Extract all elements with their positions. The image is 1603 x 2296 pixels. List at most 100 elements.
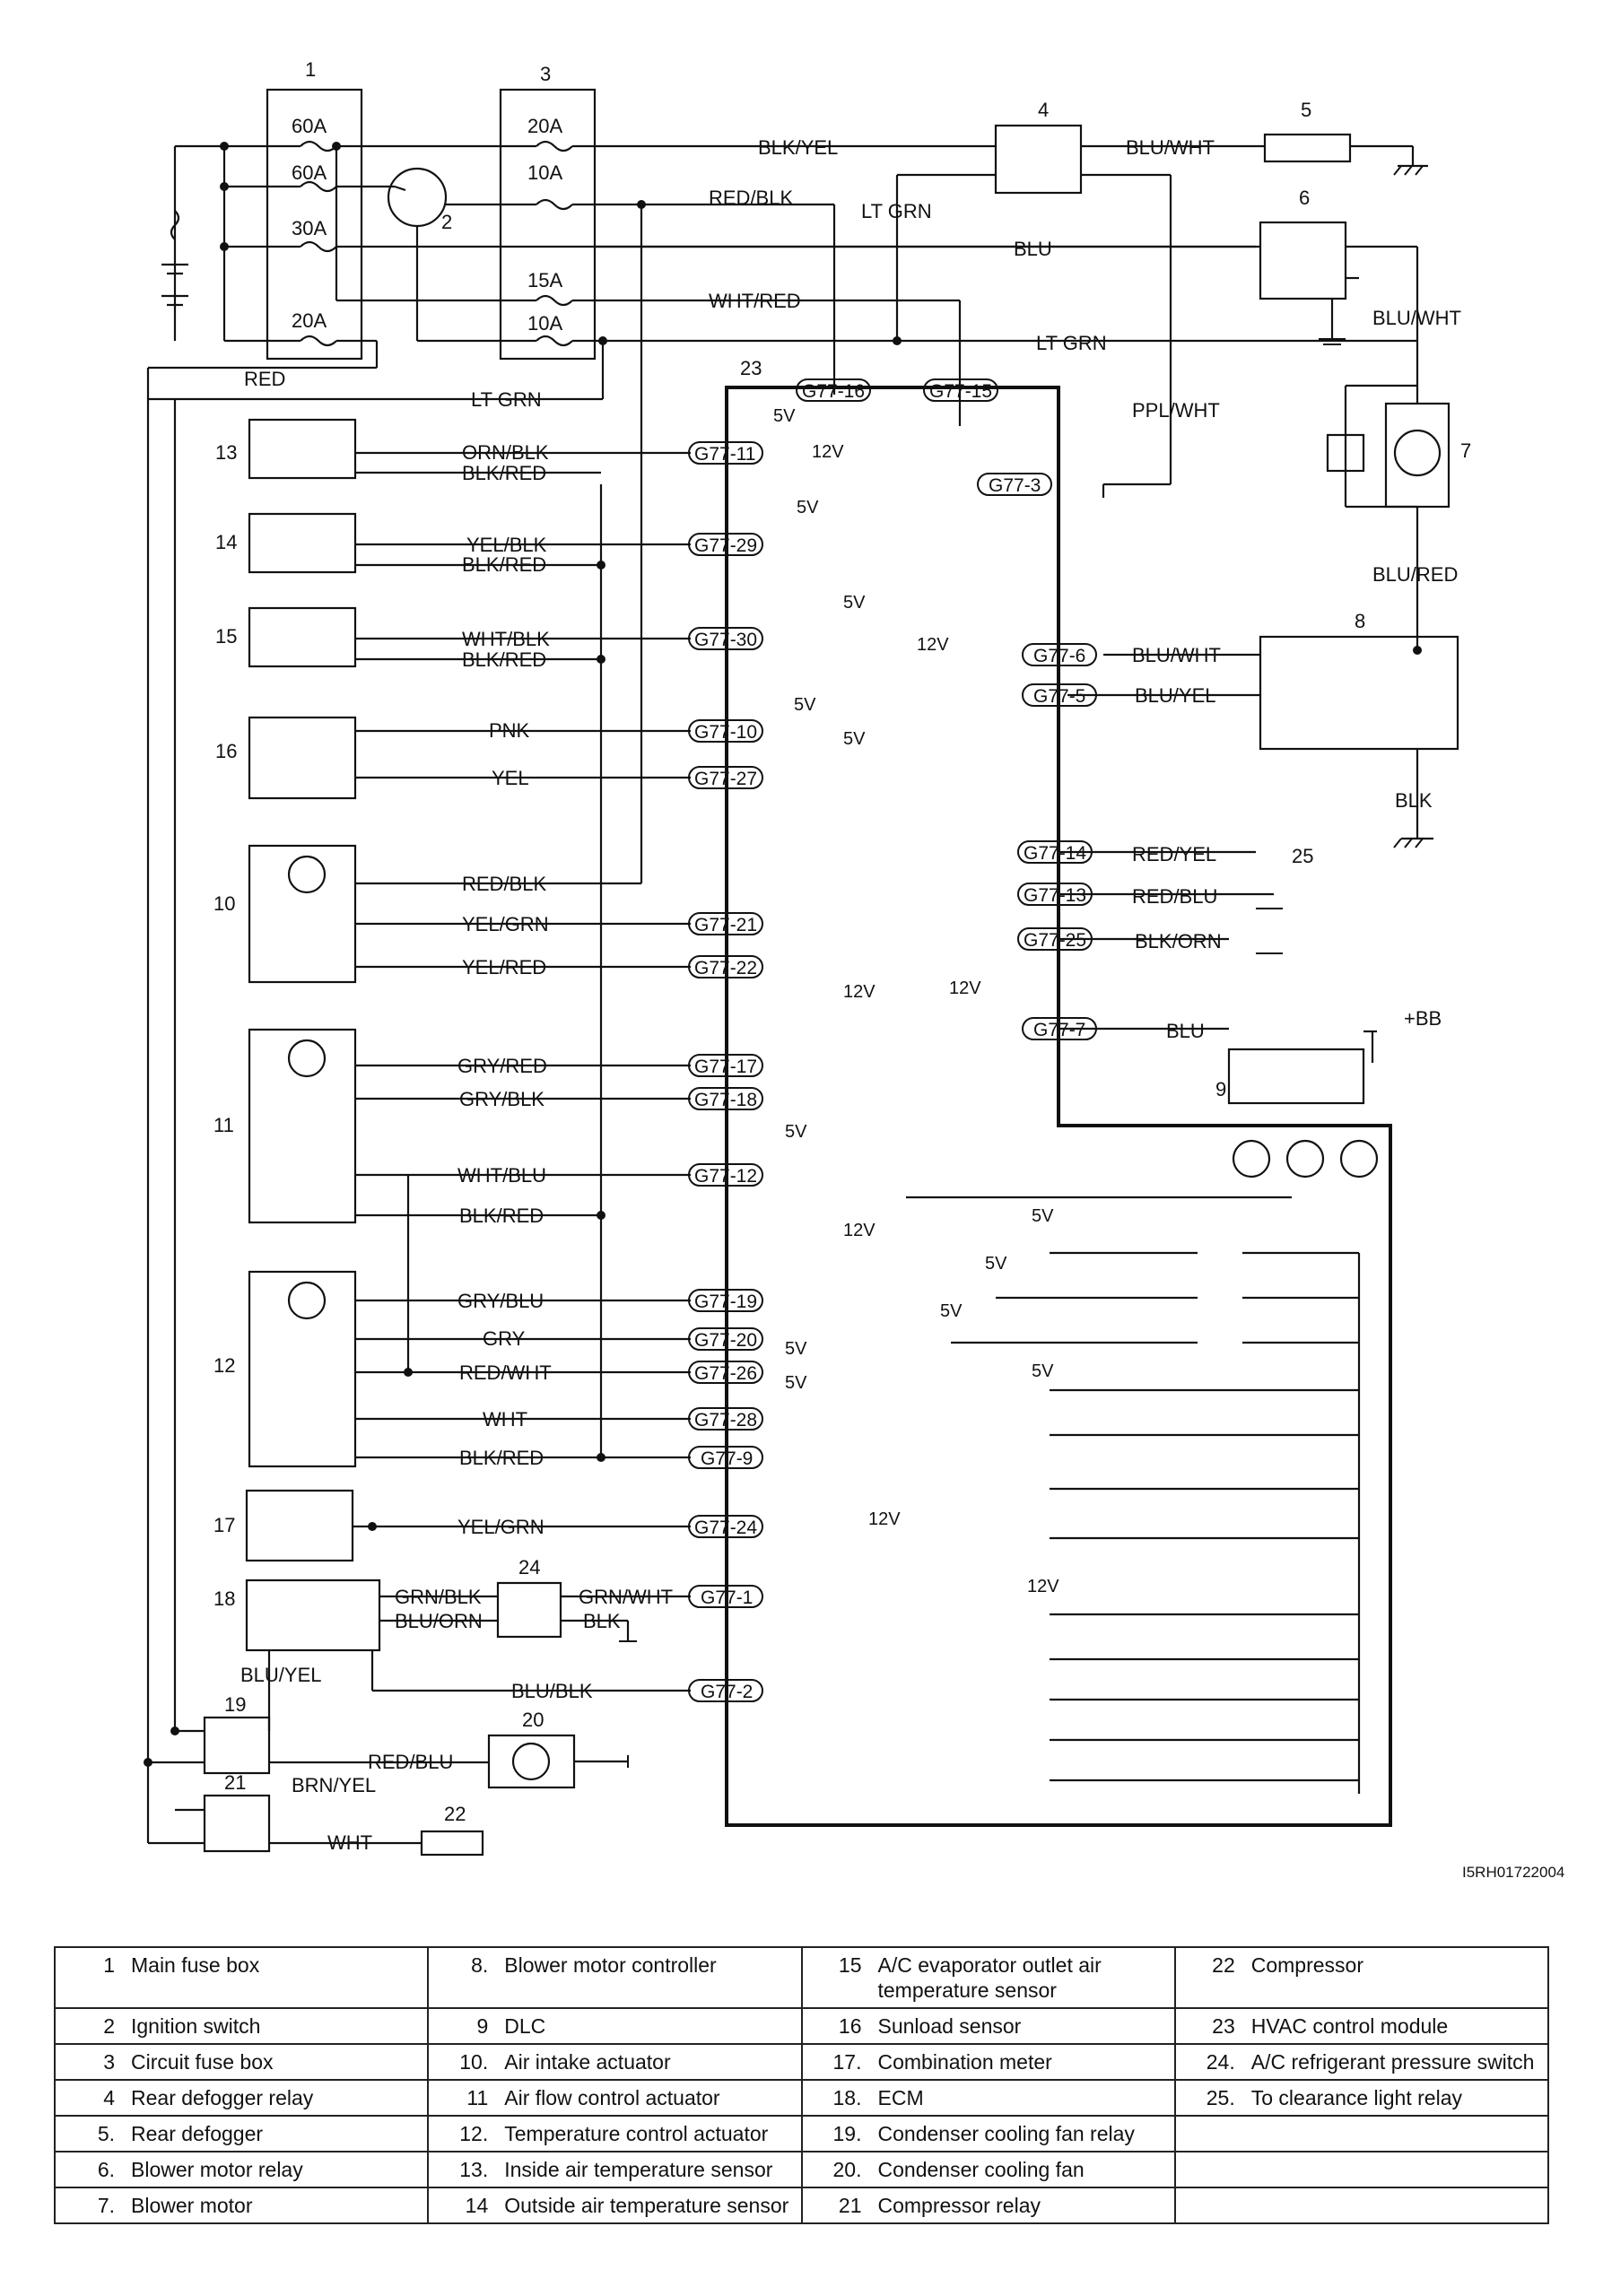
wire-wht-22: WHT — [327, 1831, 372, 1854]
reference-code: I5RH01722004 — [1462, 1864, 1565, 1881]
fuse-main-3: 30A — [292, 217, 327, 239]
label-24: 24 — [518, 1556, 540, 1578]
pin-g77-6: G77-6 — [1033, 646, 1085, 666]
legend-number: 18. — [832, 2086, 862, 2109]
pin-g77-12: G77-12 — [694, 1166, 757, 1187]
pin-g77-10: G77-10 — [694, 722, 757, 743]
wire-grn-blk: GRN/BLK — [395, 1586, 482, 1608]
fuse-circ-1: 20A — [527, 115, 562, 137]
air-flow-control-actuator — [248, 1028, 357, 1224]
label-16: 16 — [215, 740, 237, 762]
label-23: 23 — [740, 357, 762, 379]
wire-blu-yel-18: BLU/YEL — [240, 1664, 322, 1686]
label-11: 11 — [213, 1114, 234, 1136]
label-3: 3 — [540, 63, 551, 85]
legend-cell: 8.Blower motor controller — [427, 1946, 803, 2009]
air-intake-actuator — [248, 844, 357, 984]
wire-yel: YEL — [492, 767, 529, 789]
wire-blk-orn: BLK/ORN — [1135, 930, 1222, 952]
legend-description: Blower motor relay — [131, 2158, 303, 2181]
v-5v-3: 5V — [843, 593, 866, 613]
wire-lt-grn-left: LT GRN — [471, 388, 542, 411]
wire-grn-wht: GRN/WHT — [579, 1586, 673, 1608]
wire-gry-blu: GRY/BLU — [457, 1290, 544, 1312]
wire-blk-red-13: BLK/RED — [462, 462, 546, 484]
label-19: 19 — [224, 1693, 246, 1716]
legend-number: 19. — [832, 2122, 862, 2145]
main-fuse-box — [266, 88, 363, 361]
combination-meter — [245, 1489, 354, 1562]
pin-g77-7: G77-7 — [1033, 1020, 1085, 1040]
legend-number: 24. — [1206, 2050, 1235, 2074]
pin-g77-9: G77-9 — [701, 1448, 753, 1469]
wire-gry-red: GRY/RED — [457, 1055, 547, 1077]
wire-red-wht: RED/WHT — [459, 1361, 552, 1384]
wire-blk-24: BLK — [583, 1610, 621, 1632]
label-8: 8 — [1355, 610, 1365, 632]
wire-lt-grn-mid: LT GRN — [1036, 332, 1107, 354]
fuse-circ-3: 15A — [527, 269, 562, 291]
legend-number: 17. — [832, 2050, 862, 2074]
legend-description: Compressor — [1250, 1953, 1364, 1977]
v-5v-1: 5V — [773, 406, 796, 426]
hvac-module-frame — [725, 386, 1392, 1827]
pin-g77-29: G77-29 — [694, 535, 757, 556]
legend-description: Compressor relay — [877, 2194, 1041, 2217]
fuse-main-4: 20A — [292, 309, 327, 332]
legend-cell: 18.ECM — [800, 2079, 1176, 2117]
wire-blk-red-11: BLK/RED — [459, 1205, 544, 1227]
legend-number: 25. — [1206, 2086, 1235, 2109]
v-5v-6: 5V — [785, 1122, 807, 1142]
legend-cell: 6. Blower motor relay — [53, 2151, 430, 2188]
wire-wht-blk: WHT/BLK — [462, 628, 550, 650]
label-5: 5 — [1301, 99, 1311, 121]
outside-air-temp-sensor — [248, 512, 357, 574]
compressor-relay — [203, 1794, 271, 1853]
fuse-main-2: 60A — [292, 161, 327, 184]
legend-number: 10. — [459, 2050, 489, 2074]
pin-g77-25: G77-25 — [1024, 930, 1086, 951]
label-20: 20 — [522, 1709, 544, 1731]
wire-ppl-wht: PPL/WHT — [1132, 399, 1220, 422]
pin-g77-19: G77-19 — [694, 1292, 757, 1312]
wire-blk-8: BLK — [1395, 789, 1433, 812]
pin-g77-20: G77-20 — [694, 1330, 757, 1351]
legend-cell: 13.Inside air temperature sensor — [427, 2151, 803, 2188]
legend-description: Main fuse box — [131, 1953, 260, 1977]
wire-gry-blk: GRY/BLK — [459, 1088, 544, 1110]
blower-motor-controller — [1259, 635, 1459, 751]
legend-number: 6. — [97, 2158, 115, 2181]
wire-yel-red-10: YEL/RED — [462, 956, 546, 978]
fuse-circ-2: 10A — [527, 161, 562, 184]
legend-cell — [1173, 2115, 1550, 2152]
v-5v-2: 5V — [797, 498, 819, 517]
wire-wht-blu: WHT/BLU — [457, 1164, 546, 1187]
refrigerant-pressure-switch — [496, 1581, 562, 1639]
label-2: 2 — [441, 211, 452, 233]
legend-description: A/C evaporator outlet air temperature se… — [877, 1953, 1102, 2002]
label-10: 10 — [213, 892, 235, 915]
sunload-sensor — [248, 716, 357, 800]
legend-description: Air flow control actuator — [504, 2086, 720, 2109]
fuse-circ-4: 10A — [527, 312, 562, 335]
legend-cell: 25.To clearance light relay — [1173, 2079, 1550, 2117]
legend-cell: 12.Temperature control actuator — [427, 2115, 803, 2152]
legend-number: 23 — [1212, 2014, 1235, 2038]
legend-cell: 20.Condenser cooling fan — [800, 2151, 1176, 2188]
wire-blu-9: BLU — [1166, 1020, 1205, 1042]
legend-description: Temperature control actuator — [504, 2122, 769, 2145]
legend-cell: 24.A/C refrigerant pressure switch — [1173, 2043, 1550, 2081]
v-12v-7: 12V — [1027, 1577, 1059, 1596]
